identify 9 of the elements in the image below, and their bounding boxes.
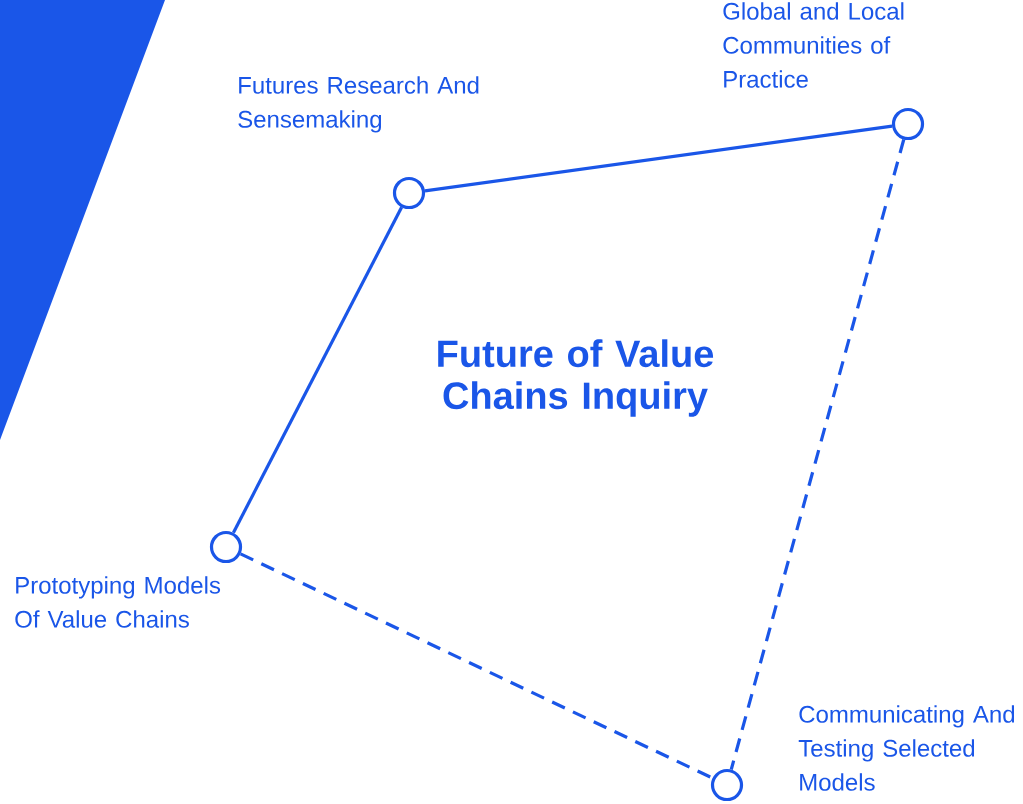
node-label: Communicating And Testing Selected Models [798, 705, 1015, 791]
node-label: Prototyping Models Of Value Chains [15, 576, 221, 628]
connector-line [729, 139, 906, 770]
connector-line [231, 206, 404, 534]
center-title: Future of Value Chains Inquiry [438, 339, 714, 417]
connector-line [424, 124, 893, 193]
node-label: Global and Local Communities of Practice [723, 2, 904, 88]
connector-line [239, 552, 714, 780]
node-label: Futures Research And Sensemaking [238, 76, 479, 133]
